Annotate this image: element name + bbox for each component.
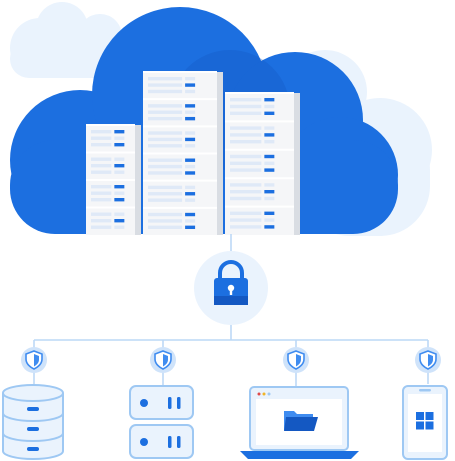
server-rack [143, 71, 223, 235]
server-rack [86, 124, 141, 235]
shield-icon [283, 347, 309, 373]
shield-row [21, 347, 441, 373]
server-units-icon [129, 385, 194, 459]
smartphone-windows-icon [402, 385, 448, 460]
shield-icon [150, 347, 176, 373]
padlock-icon [194, 251, 268, 325]
shield-icon [415, 347, 441, 373]
server-rack-icon [86, 71, 300, 235]
database-icon [2, 384, 64, 460]
laptop-folder-icon [240, 386, 359, 459]
server-rack [225, 92, 300, 235]
shield-icon [21, 347, 47, 373]
